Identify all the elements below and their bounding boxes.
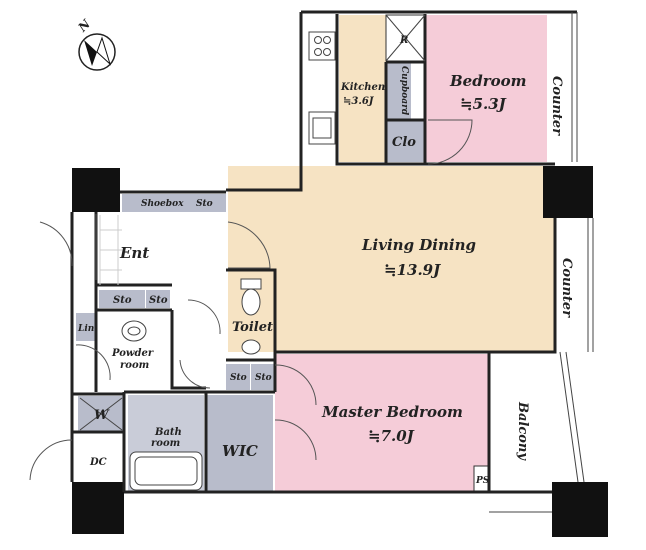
sto-c-label: Sto (230, 373, 247, 383)
compass-label: N (75, 16, 94, 35)
cupboard-label: Cupboard (399, 66, 409, 116)
sto-d-label: Sto (255, 373, 272, 383)
wic-label: WIC (222, 442, 258, 460)
powder-label-2: room (120, 360, 149, 371)
ps-label: PS (475, 476, 490, 486)
master-area: ≒7.0J (368, 427, 415, 445)
bath-label: Bath (154, 427, 182, 438)
counter-top-label: Counter (549, 76, 564, 136)
kitchen-area: ≒3.6J (343, 96, 375, 107)
column (72, 168, 120, 212)
washer-label: W (94, 408, 110, 423)
compass-icon: N (75, 16, 116, 71)
toilet-label: Toilet (232, 320, 273, 335)
kitchen-label: Kitchen (340, 82, 385, 93)
wic-floor (207, 395, 273, 491)
column (72, 482, 124, 534)
sto-top-label: Sto (196, 199, 213, 209)
powder-label: Powder (111, 348, 154, 359)
bedroom-floor (425, 15, 547, 162)
master-label: Master Bedroom (321, 403, 463, 421)
dc-label: DC (89, 457, 107, 468)
stove-icon (308, 31, 336, 61)
living-label: Living Dining (361, 236, 476, 254)
bath-label-2: room (151, 438, 180, 449)
entrance-label: Ent (119, 244, 149, 262)
linen-label: Lin (77, 324, 94, 334)
closet-label: Clo (392, 135, 416, 150)
shoebox-label: Shoebox (141, 199, 184, 209)
linen-area (76, 313, 95, 341)
walls (70, 10, 577, 494)
powder-basin-icon (121, 320, 147, 342)
washer-cross (79, 397, 123, 431)
toilet-icon (240, 278, 262, 316)
entrance-tiles (99, 215, 122, 285)
sink-icon (308, 111, 336, 145)
kitchen-floor (339, 15, 386, 162)
bedroom-area: ≒5.3J (460, 95, 507, 113)
bathtub-icon (129, 451, 203, 491)
sto-b-label: Sto (149, 295, 168, 306)
toilet-sink-icon (241, 339, 261, 355)
counter-mid-label: Counter (559, 258, 574, 318)
window-lines (489, 12, 594, 513)
sto-c-area (226, 364, 250, 390)
closet-area (387, 120, 424, 162)
column (543, 166, 593, 218)
column (552, 482, 608, 537)
door-swings (29, 119, 473, 481)
balcony-label: Balcony (515, 401, 530, 461)
sto-b-area (146, 290, 170, 308)
bedroom-label: Bedroom (449, 72, 527, 90)
sto-a-area (99, 290, 145, 308)
sto-a-label: Sto (113, 295, 132, 306)
living-floor (228, 166, 555, 352)
refrigerator-cross (385, 14, 426, 62)
master-floor (275, 354, 489, 491)
living-area: ≒13.9J (384, 261, 441, 279)
shoebox-area (122, 194, 226, 212)
refrigerator-label: R (399, 35, 408, 46)
sto-d-area (251, 364, 275, 390)
cupboard-area (387, 63, 411, 119)
